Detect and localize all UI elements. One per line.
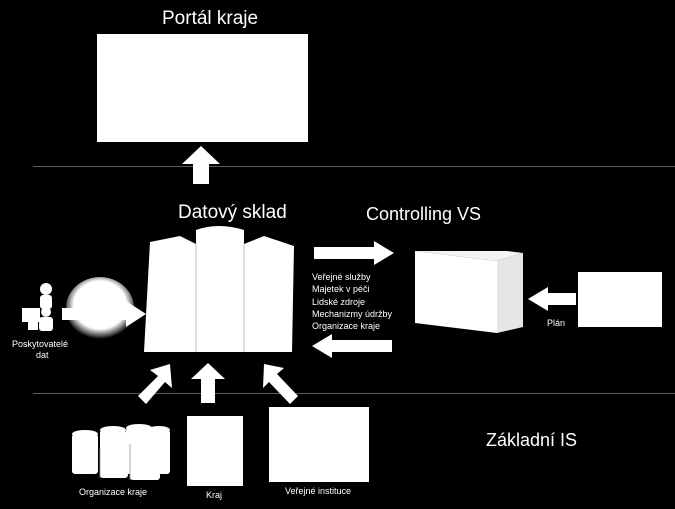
providers-label-line2: dat <box>36 350 49 360</box>
arrow-up-to-portal <box>182 146 220 184</box>
flow-item-region-organization: Organizace kraje <box>312 321 381 331</box>
region-box[interactable] <box>187 416 243 486</box>
arrow-plan-to-controlling <box>528 287 576 311</box>
arrow-institutions-to-warehouse <box>263 364 298 404</box>
portal-box[interactable] <box>97 34 308 142</box>
region-label: Kraj <box>206 490 223 500</box>
org-label: Organizace kraje <box>79 487 148 497</box>
controlling-title: Controlling VS <box>366 204 482 224</box>
arrow-warehouse-to-controlling <box>314 241 394 265</box>
controlling-cube[interactable] <box>415 251 523 333</box>
flow-item-public-services: Veřejné služby <box>312 272 371 282</box>
data-provider-people-icon <box>22 283 53 331</box>
flow-item-human-resources: Lidské zdroje <box>312 297 366 307</box>
basic-is-title: Základní IS <box>486 430 578 450</box>
arrow-controlling-to-warehouse <box>312 334 392 358</box>
plan-label: Plán <box>547 318 566 328</box>
institutions-label: Veřejné instituce <box>285 486 352 496</box>
providers-label-line1: Poskytovatelé <box>12 339 69 349</box>
organization-databases-icon <box>72 424 170 480</box>
flow-item-managed-assets: Majetek v péči <box>312 284 370 294</box>
plan-box[interactable] <box>578 272 662 327</box>
warehouse-title: Datový sklad <box>178 202 287 223</box>
data-warehouse-icon <box>144 226 294 352</box>
arrow-providers-to-warehouse <box>62 301 146 327</box>
arrow-region-to-warehouse <box>191 363 225 403</box>
institutions-box[interactable] <box>269 407 369 482</box>
lower-separator <box>33 393 675 394</box>
upper-separator <box>33 166 675 167</box>
flow-item-maintenance: Mechanizmy údržby <box>312 309 393 319</box>
portal-title: Portál kraje <box>162 8 259 29</box>
arrow-org-to-warehouse <box>138 364 172 404</box>
